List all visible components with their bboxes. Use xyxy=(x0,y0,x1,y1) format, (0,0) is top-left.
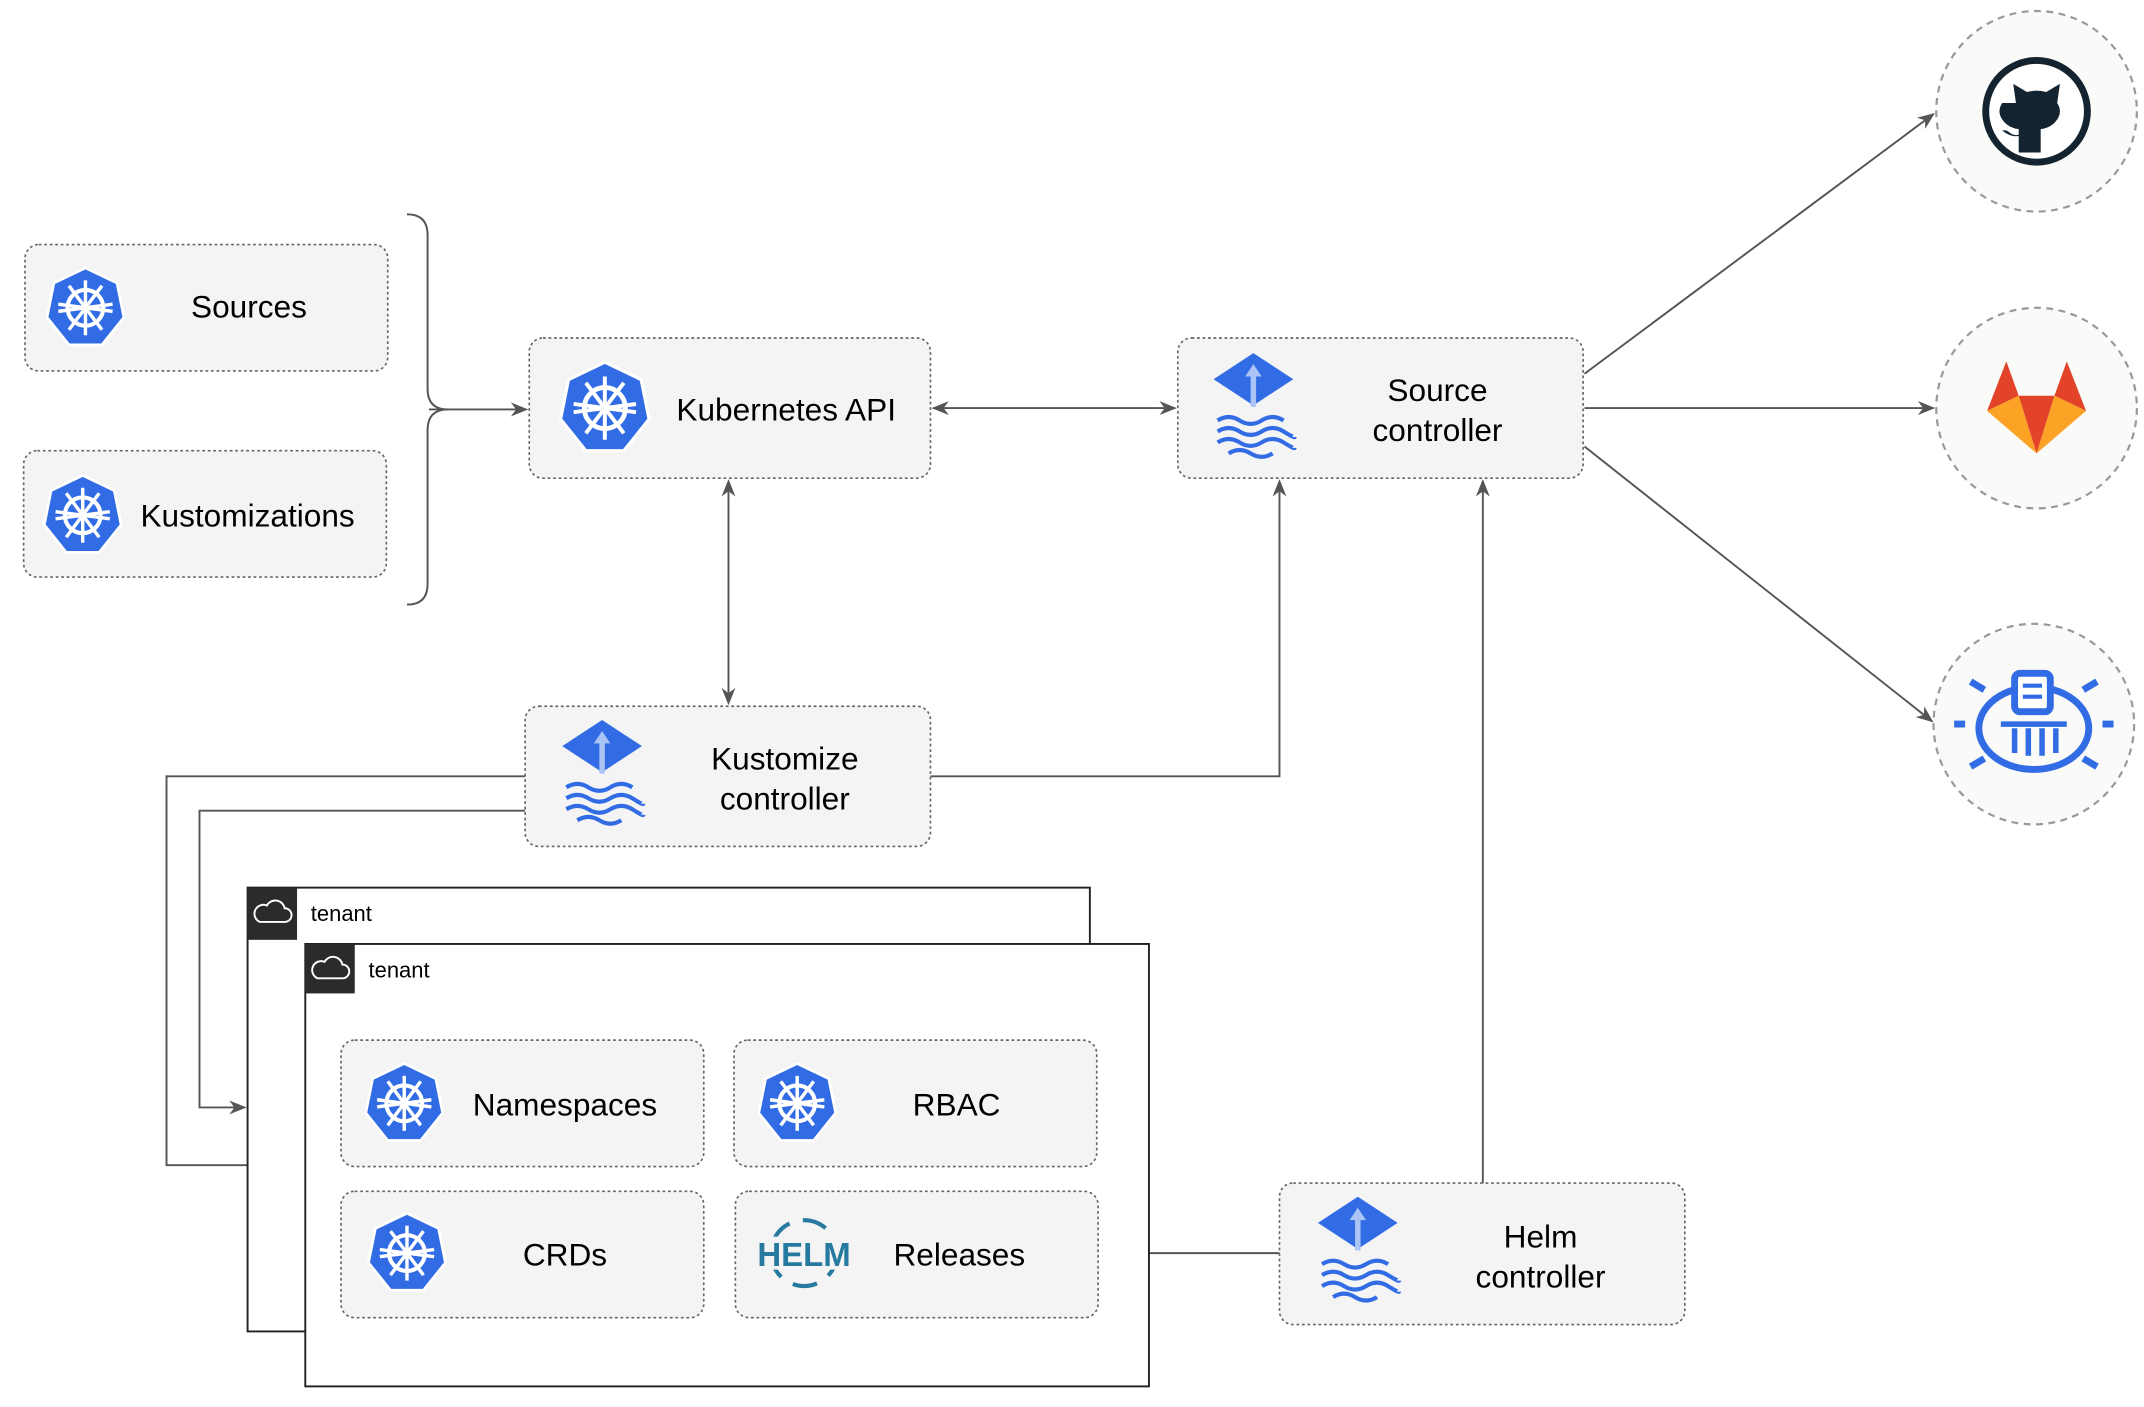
node-kustomize-controller[interactable]: Kustomize controller xyxy=(524,705,932,848)
node-label-line1: Kustomize xyxy=(711,740,858,776)
node-label: Kustomizations xyxy=(140,497,354,533)
node-label: Namespaces xyxy=(473,1087,657,1123)
node-label: Kubernetes API xyxy=(676,391,896,427)
arrow-kustomize-to-tenant-front xyxy=(165,775,526,1173)
helm-repository-icon xyxy=(1954,669,2114,773)
tenant-label: tenant xyxy=(311,901,372,926)
node-crds[interactable]: CRDs xyxy=(340,1190,705,1319)
node-sources[interactable]: Sources xyxy=(24,243,389,372)
node-kubernetes-api[interactable]: Kubernetes API xyxy=(528,337,932,479)
external-gitlab[interactable] xyxy=(1935,306,2138,510)
external-helm-repository[interactable] xyxy=(1932,622,2136,826)
kubernetes-icon xyxy=(369,1213,446,1290)
node-label: RBAC xyxy=(913,1087,1001,1123)
node-label-line2: controller xyxy=(1373,412,1503,448)
node-label-line1: Helm xyxy=(1504,1219,1578,1255)
kubernetes-icon xyxy=(366,1063,443,1140)
node-namespaces[interactable]: Namespaces xyxy=(340,1039,705,1168)
node-helm-controller[interactable]: Helm controller xyxy=(1278,1182,1686,1326)
github-icon xyxy=(1982,57,2091,166)
arrow-source-to-helm-repo xyxy=(1583,445,1934,723)
helm-logo-icon: HELM xyxy=(755,1218,853,1289)
external-github[interactable] xyxy=(1935,9,2138,213)
node-rbac[interactable]: RBAC xyxy=(733,1039,1098,1168)
kubernetes-icon xyxy=(561,362,649,450)
node-releases[interactable]: HELM Releases xyxy=(734,1190,1099,1319)
tenant-label: tenant xyxy=(369,958,430,983)
node-label: Sources xyxy=(191,288,307,324)
kubernetes-icon xyxy=(47,268,124,345)
node-kustomizations[interactable]: Kustomizations xyxy=(22,449,388,578)
node-label: CRDs xyxy=(523,1236,607,1272)
arrow-kustomize-to-source xyxy=(930,479,1287,778)
svg-text:HELM: HELM xyxy=(757,1236,850,1273)
node-label-line2: controller xyxy=(720,780,850,816)
kubernetes-icon xyxy=(759,1063,836,1140)
node-label-line1: Source xyxy=(1387,372,1487,408)
node-label: Releases xyxy=(893,1236,1025,1272)
kubernetes-icon xyxy=(44,475,121,552)
node-source-controller[interactable]: Source controller xyxy=(1176,337,1584,479)
gitlab-icon xyxy=(1987,361,2087,454)
arrow-source-to-github xyxy=(1583,113,1935,375)
node-label-line2: controller xyxy=(1476,1258,1606,1294)
arrow-kustomize-to-tenant-back xyxy=(198,809,526,1115)
